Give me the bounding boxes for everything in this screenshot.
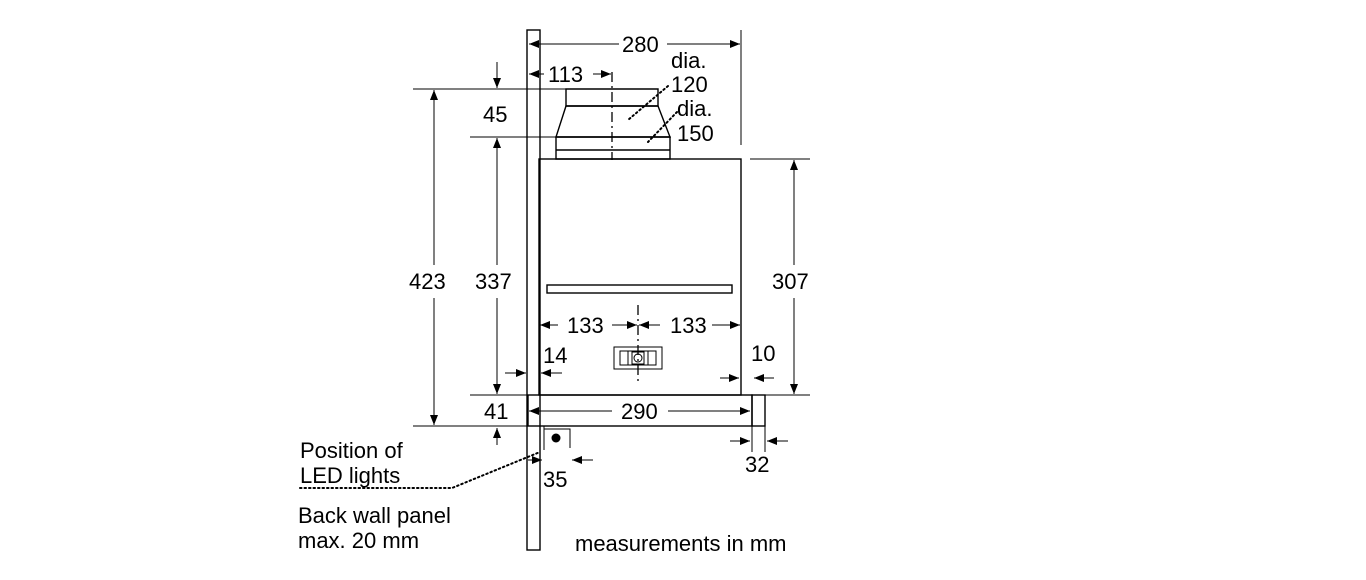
led-label-line-1: Position of [300, 438, 404, 463]
dimension-lines [299, 40, 798, 489]
dim-dia-label-1: dia. [671, 48, 706, 73]
dim-panel-offset: 32 [745, 452, 769, 477]
led-position-dot [551, 433, 561, 443]
dim-dia-label-2: dia. [677, 96, 712, 121]
dim-body-height-right: 307 [772, 269, 809, 294]
labels: Position of LED lights Back wall panel m… [298, 438, 787, 556]
dia-150-leader [647, 111, 678, 143]
dim-bottom-depth: 41 [484, 399, 508, 424]
dimension-texts: 280 113 dia. 120 dia. 150 45 423 337 307… [409, 32, 809, 492]
hood-outline [526, 29, 766, 551]
extension-lines [413, 30, 810, 468]
dim-dia-150: 150 [677, 121, 714, 146]
dia-120-leader [627, 85, 669, 121]
dim-total-height: 423 [409, 269, 446, 294]
dim-side-gap-left: 14 [543, 343, 567, 368]
dim-side-gap-right: 10 [751, 341, 775, 366]
dim-total-width: 280 [622, 32, 659, 57]
front-panel [751, 394, 766, 427]
panel-label-line-1: Back wall panel [298, 503, 451, 528]
hood-body [538, 158, 742, 396]
dim-body-height-left: 337 [475, 269, 512, 294]
led-label-line-2: LED lights [300, 463, 400, 488]
dim-dia-120: 120 [671, 72, 708, 97]
duct-base [555, 136, 671, 160]
led-leader [299, 451, 541, 489]
dim-led-offset: 35 [543, 467, 567, 492]
units-note: measurements in mm [575, 531, 787, 556]
filter-strip [546, 284, 733, 294]
dim-top-gap: 45 [483, 102, 507, 127]
duct-cone [555, 105, 672, 138]
dim-bottom-width: 290 [621, 399, 658, 424]
dim-half-width-left: 133 [567, 313, 604, 338]
dim-half-width-right: 133 [670, 313, 707, 338]
dim-duct-offset: 113 [548, 62, 583, 87]
panel-label-line-2: max. 20 mm [298, 528, 419, 553]
back-wall-panel [526, 29, 541, 551]
